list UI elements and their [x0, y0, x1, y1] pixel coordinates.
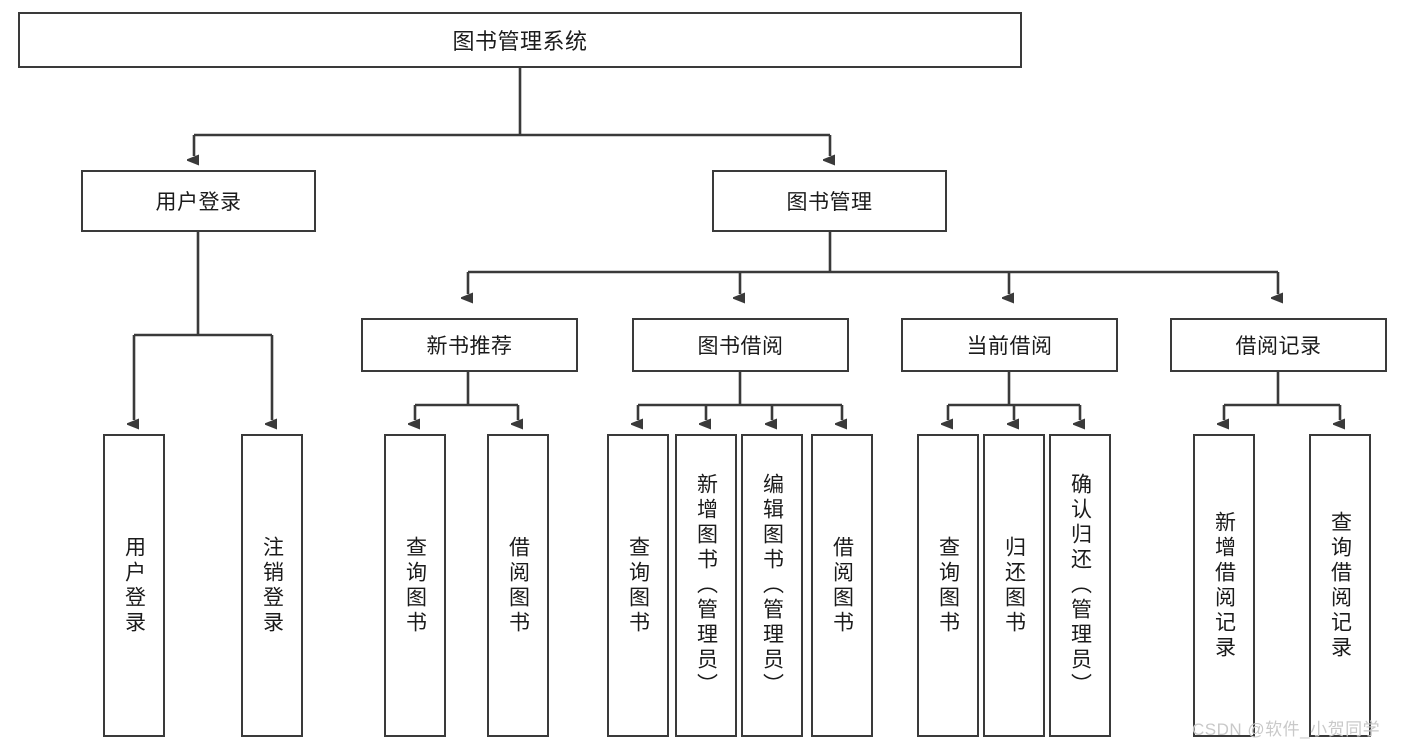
leaf-record-add-record[interactable]: 新增借阅记录 — [1193, 434, 1255, 737]
leaf-current-return-book[interactable]: 归还图书 — [983, 434, 1045, 737]
leaf-label: 归还图书 — [1002, 535, 1026, 636]
node-label: 当前借阅 — [966, 335, 1053, 358]
leaf-label: 查询图书 — [626, 535, 650, 636]
leaf-user-login-logout[interactable]: 注销登录 — [241, 434, 303, 737]
leaf-label: 用户登录 — [122, 535, 146, 636]
leaf-borrow-borrow-book[interactable]: 借阅图书 — [811, 434, 873, 737]
node-new-book-recommend[interactable]: 新书推荐 — [361, 318, 578, 372]
leaf-current-query-book[interactable]: 查询图书 — [917, 434, 979, 737]
leaf-label: 查询图书 — [936, 535, 960, 636]
node-label: 图书借阅 — [697, 335, 784, 358]
node-book-borrow[interactable]: 图书借阅 — [632, 318, 849, 372]
leaf-label: 查询图书 — [403, 535, 427, 636]
node-borrow-record[interactable]: 借阅记录 — [1170, 318, 1387, 372]
leaf-borrow-edit-book-admin[interactable]: 编辑图书（管理员） — [741, 434, 803, 737]
leaf-label: 新增图书（管理员） — [694, 473, 718, 698]
node-user-login[interactable]: 用户登录 — [81, 170, 316, 232]
csdn-watermark: CSDN @软件_小贺同学 — [1192, 720, 1381, 739]
leaf-label: 确认归还（管理员） — [1068, 473, 1092, 698]
leaf-new-book-query[interactable]: 查询图书 — [384, 434, 446, 737]
node-label: 图书管理 — [786, 191, 873, 214]
leaf-borrow-query-book[interactable]: 查询图书 — [607, 434, 669, 737]
node-label: 新书推荐 — [426, 335, 513, 358]
leaf-label: 借阅图书 — [506, 535, 530, 636]
leaf-new-book-borrow[interactable]: 借阅图书 — [487, 434, 549, 737]
node-label: 借阅记录 — [1235, 335, 1322, 358]
node-root-book-management-system[interactable]: 图书管理系统 — [18, 12, 1022, 68]
leaf-label: 借阅图书 — [830, 535, 854, 636]
node-label: 图书管理系统 — [452, 29, 588, 54]
leaf-label: 查询借阅记录 — [1328, 510, 1352, 661]
leaf-label: 新增借阅记录 — [1212, 510, 1236, 661]
leaf-label: 注销登录 — [260, 535, 284, 636]
leaf-user-login-login[interactable]: 用户登录 — [103, 434, 165, 737]
leaf-current-confirm-return-admin[interactable]: 确认归还（管理员） — [1049, 434, 1111, 737]
leaf-label: 编辑图书（管理员） — [760, 473, 784, 698]
node-label: 用户登录 — [155, 191, 242, 214]
leaf-record-query-record[interactable]: 查询借阅记录 — [1309, 434, 1371, 737]
node-current-borrow[interactable]: 当前借阅 — [901, 318, 1118, 372]
leaf-borrow-add-book-admin[interactable]: 新增图书（管理员） — [675, 434, 737, 737]
node-book-management[interactable]: 图书管理 — [712, 170, 947, 232]
